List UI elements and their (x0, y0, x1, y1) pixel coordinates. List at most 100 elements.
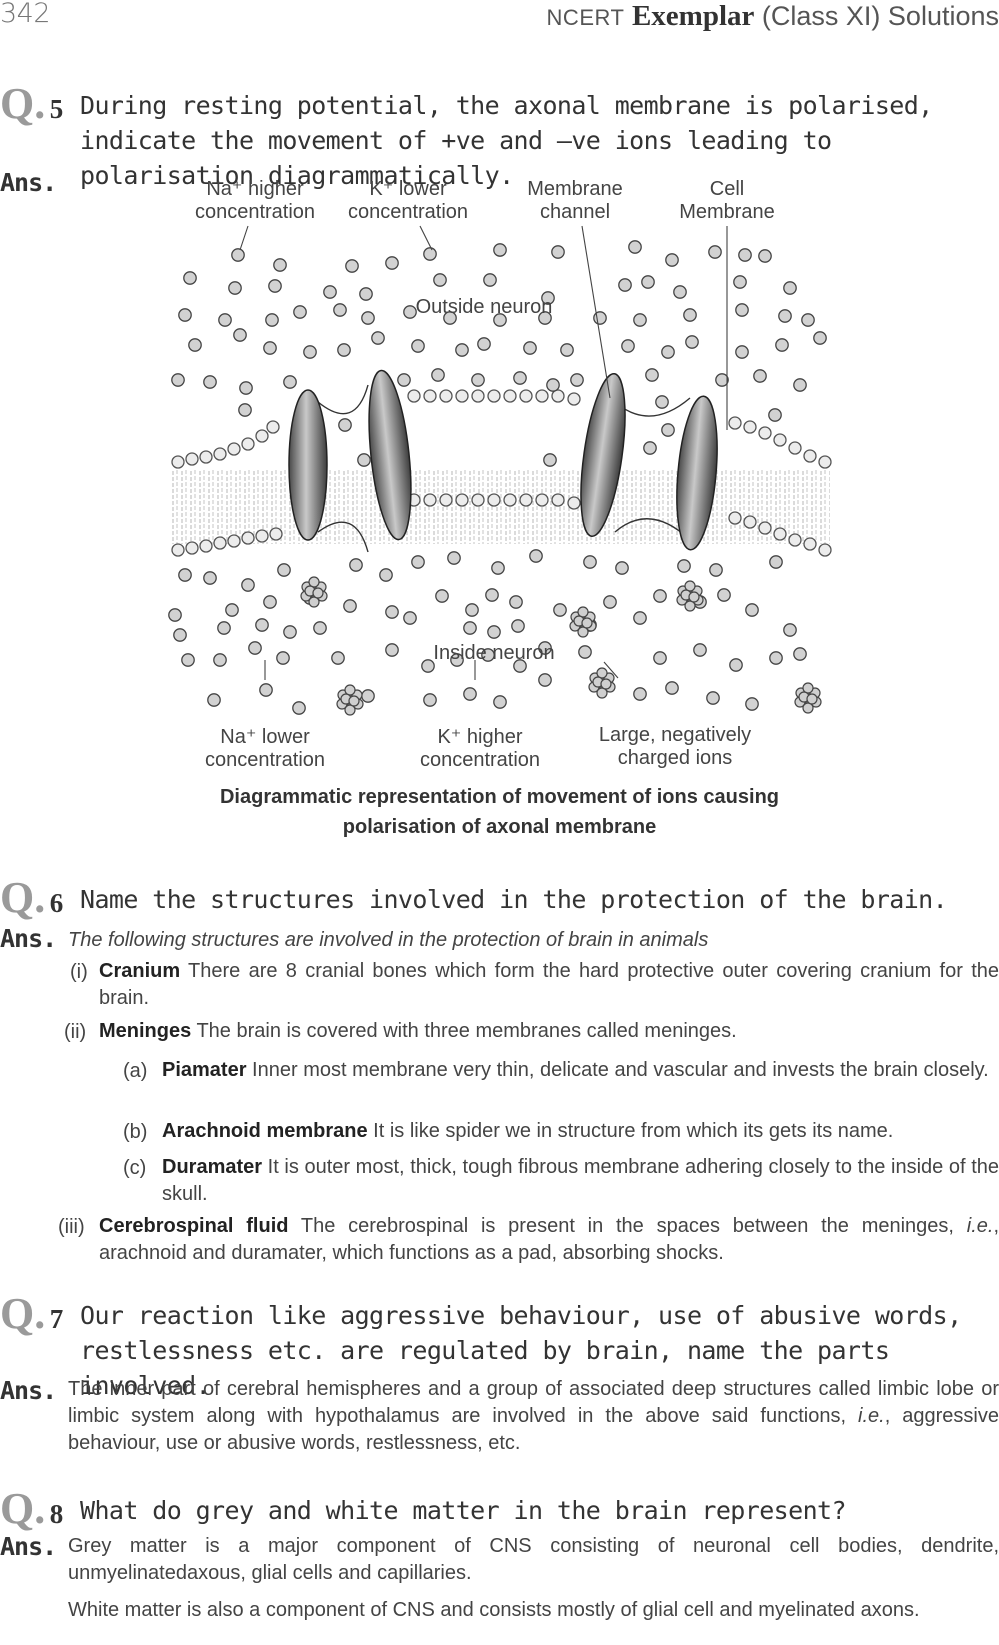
ion (178, 308, 192, 322)
label-membrane-channel: Membrane (527, 178, 623, 200)
ion (768, 408, 782, 422)
answer-label: Ans. (0, 924, 57, 953)
ion (337, 343, 351, 357)
ion-polarisation-diagram: Na⁺ higher concentration K⁺ lower concen… (168, 178, 832, 771)
answer-label: Ans. (0, 1376, 57, 1405)
ion (493, 243, 507, 257)
ion (708, 245, 722, 259)
list-item-arachnoid: Arachnoid membrane It is like spider we … (162, 1120, 894, 1142)
ion (775, 338, 789, 352)
ion (463, 621, 477, 635)
ion (653, 651, 667, 665)
ion (423, 693, 437, 707)
ion (738, 248, 752, 262)
question-text: During resting potential, the axonal mem… (80, 91, 933, 190)
ion (455, 343, 469, 357)
answer-label: Ans. (0, 168, 57, 197)
ion (706, 691, 720, 705)
ion (643, 441, 657, 455)
ion (483, 273, 497, 287)
label-na-higher-2: concentration (195, 201, 315, 223)
label-cell-membrane-2: Membrane (679, 201, 775, 223)
ion (465, 603, 479, 617)
label-k-higher-2: concentration (420, 749, 540, 771)
ion (583, 555, 597, 569)
ion (813, 331, 827, 345)
ion (421, 659, 435, 673)
list-item-duramater: Duramater It is outer most, thick, tough… (162, 1156, 999, 1205)
ion (715, 373, 729, 387)
ion (188, 338, 202, 352)
ion (385, 605, 399, 619)
membrane-bilayer (170, 470, 830, 544)
ion (645, 368, 659, 382)
ion (541, 291, 555, 305)
book-title-bold: Exemplar (631, 0, 755, 32)
negative-ion-cluster (569, 606, 597, 638)
answer-white-matter: White matter is also a component of CNS … (68, 1599, 920, 1621)
ion (523, 341, 537, 355)
ion (538, 673, 552, 687)
answer-label: Ans. (0, 1532, 57, 1561)
ion (345, 259, 359, 273)
negative-ion-cluster (300, 576, 328, 608)
ion (331, 651, 345, 665)
ion (783, 623, 797, 637)
ion (411, 555, 425, 569)
negative-ion-cluster (588, 667, 616, 699)
ion (411, 339, 425, 353)
ion (560, 343, 574, 357)
ion (403, 305, 417, 319)
ion (471, 373, 485, 387)
question-number: Q. 6 (0, 873, 64, 922)
ion (263, 341, 277, 355)
list-item-meninges: Meninges The brain is covered with three… (99, 1020, 737, 1042)
list-item-cranium: Cranium There are 8 cranial bones which … (99, 960, 999, 1009)
list-marker: (b) (123, 1121, 148, 1143)
question-text: What do grey and white matter in the bra… (80, 1496, 847, 1525)
list-marker: (c) (123, 1157, 147, 1179)
ion (661, 345, 675, 359)
label-na-higher: Na⁺ higher (206, 178, 304, 200)
ion (233, 328, 247, 342)
ion (677, 559, 691, 573)
channel-proteins (288, 369, 718, 551)
ion (379, 568, 393, 582)
list-item-csf: Cerebrospinal fluid The cerebrospinal is… (99, 1215, 999, 1264)
question-text: Name the structures involved in the prot… (80, 885, 948, 914)
label-large-negative-ions-2: charged ions (618, 747, 733, 769)
ion (228, 281, 242, 295)
ion (653, 589, 667, 603)
page-number: 342 (0, 0, 51, 29)
ion (313, 621, 327, 635)
label-outside-neuron: Outside neuron (416, 296, 553, 318)
ion (259, 683, 273, 697)
ion (661, 423, 675, 437)
ion (665, 253, 679, 267)
ion (769, 555, 783, 569)
ion (239, 381, 253, 395)
ion (203, 571, 217, 585)
ion (168, 608, 182, 622)
ion (213, 653, 227, 667)
ion (255, 618, 269, 632)
ion (745, 603, 759, 617)
ion (333, 303, 347, 317)
ion (477, 337, 491, 351)
list-marker: (ii) (64, 1021, 87, 1043)
negative-ion-cluster (336, 684, 364, 716)
ion (783, 281, 797, 295)
ion (709, 563, 723, 577)
label-k-higher: K⁺ higher (437, 726, 522, 748)
ion (753, 369, 767, 383)
ion (487, 625, 501, 639)
ion (538, 311, 552, 325)
ion (543, 453, 557, 467)
ion (735, 303, 749, 317)
question-number: Q. 8 (0, 1484, 64, 1533)
ion (277, 563, 291, 577)
ion (303, 345, 317, 359)
ion (665, 681, 679, 695)
ion (463, 687, 477, 701)
ion (729, 658, 743, 672)
